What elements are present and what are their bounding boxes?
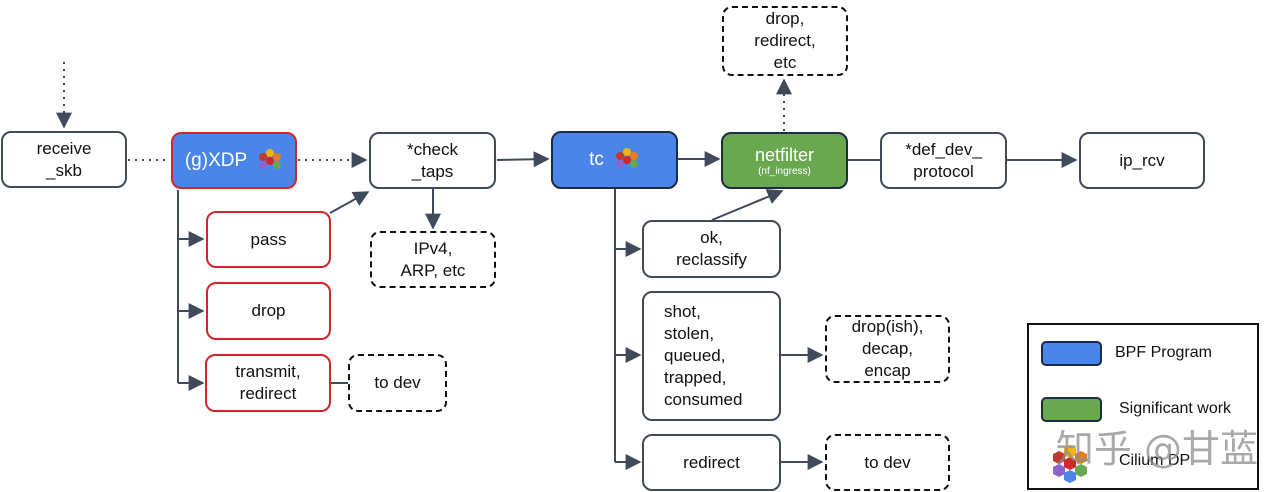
to-dev-xdp-node: to dev: [348, 354, 447, 412]
def-dev-protocol-node: *def_dev_ protocol: [880, 132, 1007, 189]
transmit-redirect-node: transmit, redirect: [205, 354, 331, 412]
drop-decap-label: drop(ish), decap, encap: [851, 317, 924, 380]
transmit-redirect-label: transmit, redirect: [235, 362, 301, 403]
legend-label-work: Significant work: [1119, 400, 1232, 417]
cilium-logo-icon: [615, 148, 638, 172]
to-dev-tc-label: to dev: [864, 452, 911, 472]
to-dev-xdp-label: to dev: [374, 373, 421, 392]
def-dev-protocol-label: *def_dev_ protocol: [905, 139, 982, 181]
nf-actions-node: drop, redirect, etc: [722, 6, 848, 76]
ip-rcv-label: ip_rcv: [1119, 150, 1165, 170]
gxdp-node: (g)XDP: [171, 132, 297, 189]
tc-label: tc: [589, 149, 604, 170]
check-taps-label: *check _taps: [406, 139, 459, 181]
tc-redirect-node: redirect: [642, 434, 781, 491]
tc-redirect-label: redirect: [683, 452, 740, 472]
ok-reclassify-node: ok, reclassify: [642, 220, 781, 278]
cilium-logo-icon: [1053, 445, 1087, 483]
netfilter-node: netfilter (nf_ingress): [721, 132, 848, 189]
drop-node: drop: [206, 282, 331, 340]
pass-label: pass: [250, 229, 287, 249]
legend-label-bpf: BPF Program: [1115, 344, 1212, 361]
check-taps-node: *check _taps: [369, 132, 496, 189]
legend-swatch-work: [1041, 397, 1102, 422]
tc-node: tc: [551, 131, 678, 189]
arrow-pass-to-taps: [329, 191, 370, 214]
drop-label: drop: [251, 301, 286, 320]
netfilter-sublabel: (nf_ingress): [758, 165, 811, 177]
to-dev-tc-node: to dev: [825, 434, 950, 491]
gxdp-label: (g)XDP: [184, 149, 248, 171]
arrow-ok-to-netfilter: [711, 189, 784, 221]
ok-reclassify-label: ok, reclassify: [676, 228, 747, 269]
legend-label-cilium: Cilium DP: [1119, 452, 1191, 469]
receive-skb-label: receive _skb: [36, 138, 92, 180]
pass-node: pass: [206, 211, 331, 268]
arrow-taps-to-tc: [496, 151, 550, 168]
legend: BPF Program Significant work Cilium DP: [1027, 323, 1259, 490]
shot-group-node: shot, stolen, queued, trapped, consumed: [642, 291, 781, 421]
netfilter-label: netfilter: [754, 144, 815, 165]
drop-decap-node: drop(ish), decap, encap: [825, 315, 950, 383]
ipv4-arp-label: IPv4, ARP, etc: [400, 238, 466, 280]
ipv4-arp-node: IPv4, ARP, etc: [370, 231, 496, 288]
receive-skb-node: receive _skb: [1, 131, 127, 188]
legend-swatch-bpf: [1041, 341, 1102, 366]
cilium-logo-icon: [259, 148, 282, 173]
watermark: 知乎 @甘蓝: [1055, 427, 1258, 471]
ip-rcv-node: ip_rcv: [1079, 132, 1205, 189]
shot-group-label: shot, stolen, queued, trapped, consumed: [664, 302, 743, 409]
nf-actions-label: drop, redirect, etc: [754, 9, 816, 72]
